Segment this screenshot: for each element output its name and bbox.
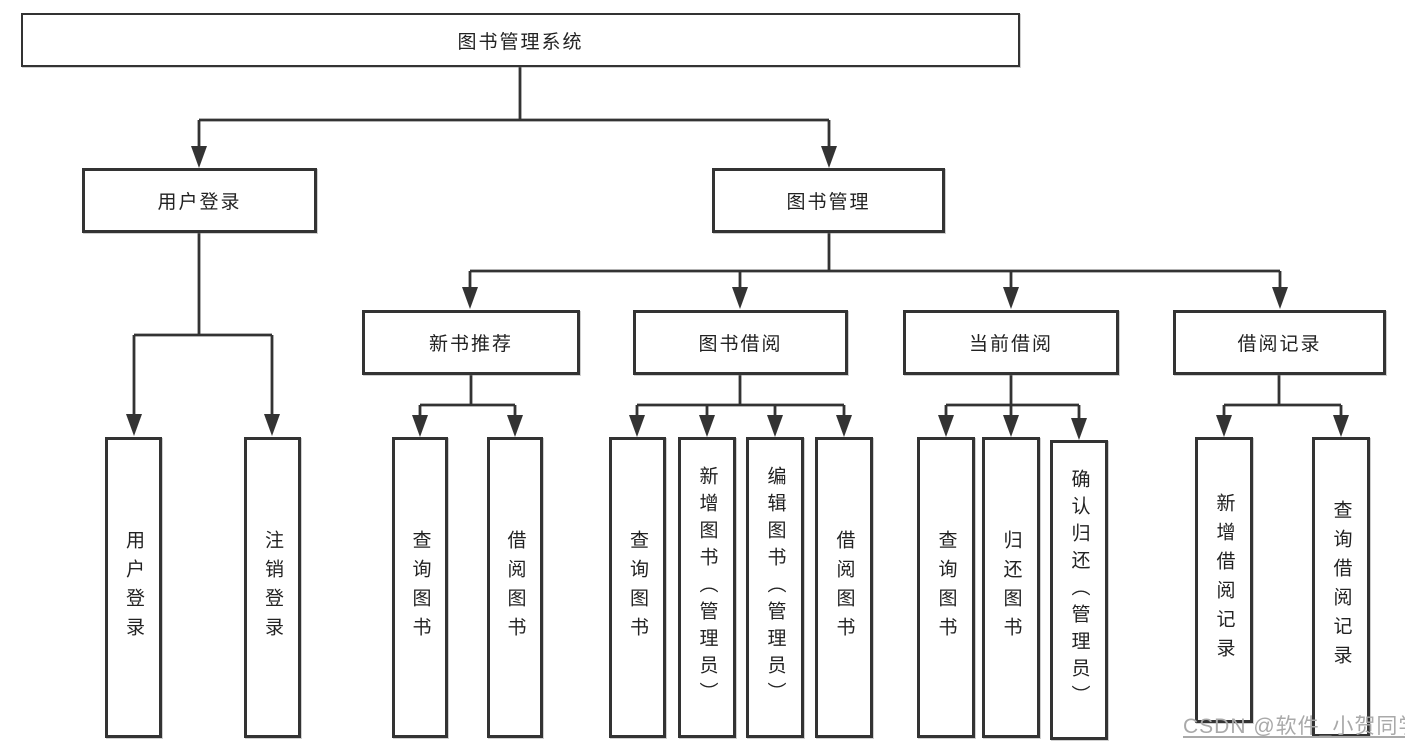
leaf-borrow-edit: 编辑图书（管理员） <box>746 437 804 738</box>
node-root: 图书管理系统 <box>21 13 1020 67</box>
leaf-logout: 注销登录 <box>244 437 301 738</box>
leaf-newbook-query: 查询图书 <box>392 437 448 738</box>
arrowheads <box>126 146 1349 440</box>
leaf-current-query-label: 查询图书 <box>935 529 957 646</box>
leaf-borrow-query-label: 查询图书 <box>627 529 648 646</box>
node-user-login-label: 用户登录 <box>157 192 242 213</box>
node-user-login: 用户登录 <box>82 168 317 233</box>
node-borrow-record: 借阅记录 <box>1173 310 1386 375</box>
node-current-borrow-label: 当前借阅 <box>968 334 1053 355</box>
leaf-current-confirm-label: 确认归还（管理员） <box>1068 468 1090 712</box>
leaf-current-return-label: 归还图书 <box>1000 529 1022 646</box>
node-book-mgmt: 图书管理 <box>712 168 945 233</box>
node-root-label: 图书管理系统 <box>457 31 584 53</box>
node-borrow-record-label: 借阅记录 <box>1237 334 1322 355</box>
leaf-newbook-query-label: 查询图书 <box>409 529 431 646</box>
node-new-book-label: 新书推荐 <box>428 334 513 355</box>
leaf-current-confirm: 确认归还（管理员） <box>1050 440 1108 740</box>
leaf-record-query-label: 查询借阅记录 <box>1330 500 1352 674</box>
leaf-borrow-borrow: 借阅图书 <box>815 437 873 738</box>
leaf-newbook-borrow: 借阅图书 <box>487 437 543 738</box>
leaf-record-add: 新增借阅记录 <box>1195 437 1253 723</box>
leaf-newbook-borrow-label: 借阅图书 <box>504 529 526 646</box>
leaf-user-login: 用户登录 <box>105 437 162 738</box>
leaf-borrow-query: 查询图书 <box>609 437 666 738</box>
leaf-user-login-label: 用户登录 <box>123 529 144 646</box>
leaf-borrow-add: 新增图书（管理员） <box>678 437 736 738</box>
leaf-borrow-edit-label: 编辑图书（管理员） <box>764 466 786 709</box>
node-new-book: 新书推荐 <box>362 310 580 375</box>
leaf-current-query: 查询图书 <box>917 437 975 738</box>
leaf-current-return: 归还图书 <box>982 437 1040 738</box>
leaf-borrow-borrow-label: 借阅图书 <box>833 529 855 646</box>
leaf-logout-label: 注销登录 <box>262 529 283 646</box>
leaf-borrow-add-label: 新增图书（管理员） <box>696 466 718 709</box>
node-book-mgmt-label: 图书管理 <box>786 192 871 213</box>
node-book-borrow-label: 图书借阅 <box>698 334 783 355</box>
leaf-record-add-label: 新增借阅记录 <box>1213 493 1235 667</box>
leaf-record-query: 查询借阅记录 <box>1312 437 1370 737</box>
csdn-watermark: CSDN @软件_小贺同学 <box>1183 715 1405 738</box>
node-book-borrow: 图书借阅 <box>633 310 848 375</box>
node-current-borrow: 当前借阅 <box>903 310 1119 375</box>
